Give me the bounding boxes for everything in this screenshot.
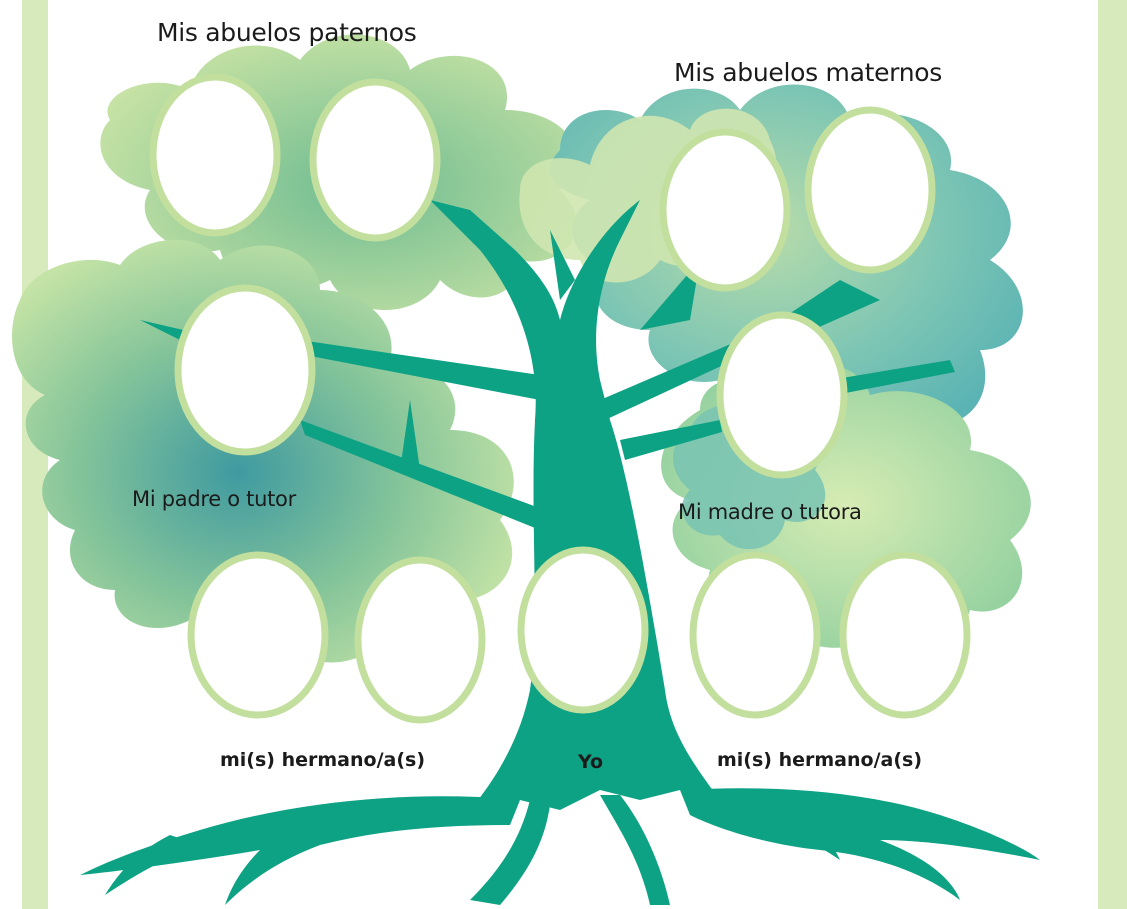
- photo-frame-paternal-grandparent-1: [153, 77, 277, 233]
- left-border-bar: [22, 0, 48, 909]
- photo-frame-sibling-right-1: [693, 555, 817, 715]
- label-father: Mi padre o tutor: [132, 487, 296, 511]
- label-mother: Mi madre o tutora: [678, 500, 862, 524]
- label-siblings-left: mi(s) hermano/a(s): [220, 749, 425, 771]
- photo-frame-maternal-grandparent-1: [663, 132, 787, 288]
- photo-frame-father: [178, 288, 312, 452]
- photo-frame-self: [521, 550, 645, 710]
- photo-frame-paternal-grandparent-2: [313, 82, 437, 238]
- photo-frame-maternal-grandparent-2: [808, 110, 932, 270]
- photo-frame-mother: [720, 315, 844, 475]
- label-siblings-right: mi(s) hermano/a(s): [717, 749, 922, 771]
- photo-frame-sibling-right-2: [843, 555, 967, 715]
- photo-frame-sibling-left-1: [191, 555, 325, 715]
- root-right: [680, 788, 1040, 900]
- label-paternal-grandparents: Mis abuelos paternos: [157, 18, 417, 47]
- label-self: Yo: [578, 751, 603, 773]
- label-maternal-grandparents: Mis abuelos maternos: [674, 58, 942, 87]
- root-center-right: [600, 795, 670, 905]
- right-border-bar: [1098, 0, 1127, 909]
- photo-frame-sibling-left-2: [358, 560, 482, 720]
